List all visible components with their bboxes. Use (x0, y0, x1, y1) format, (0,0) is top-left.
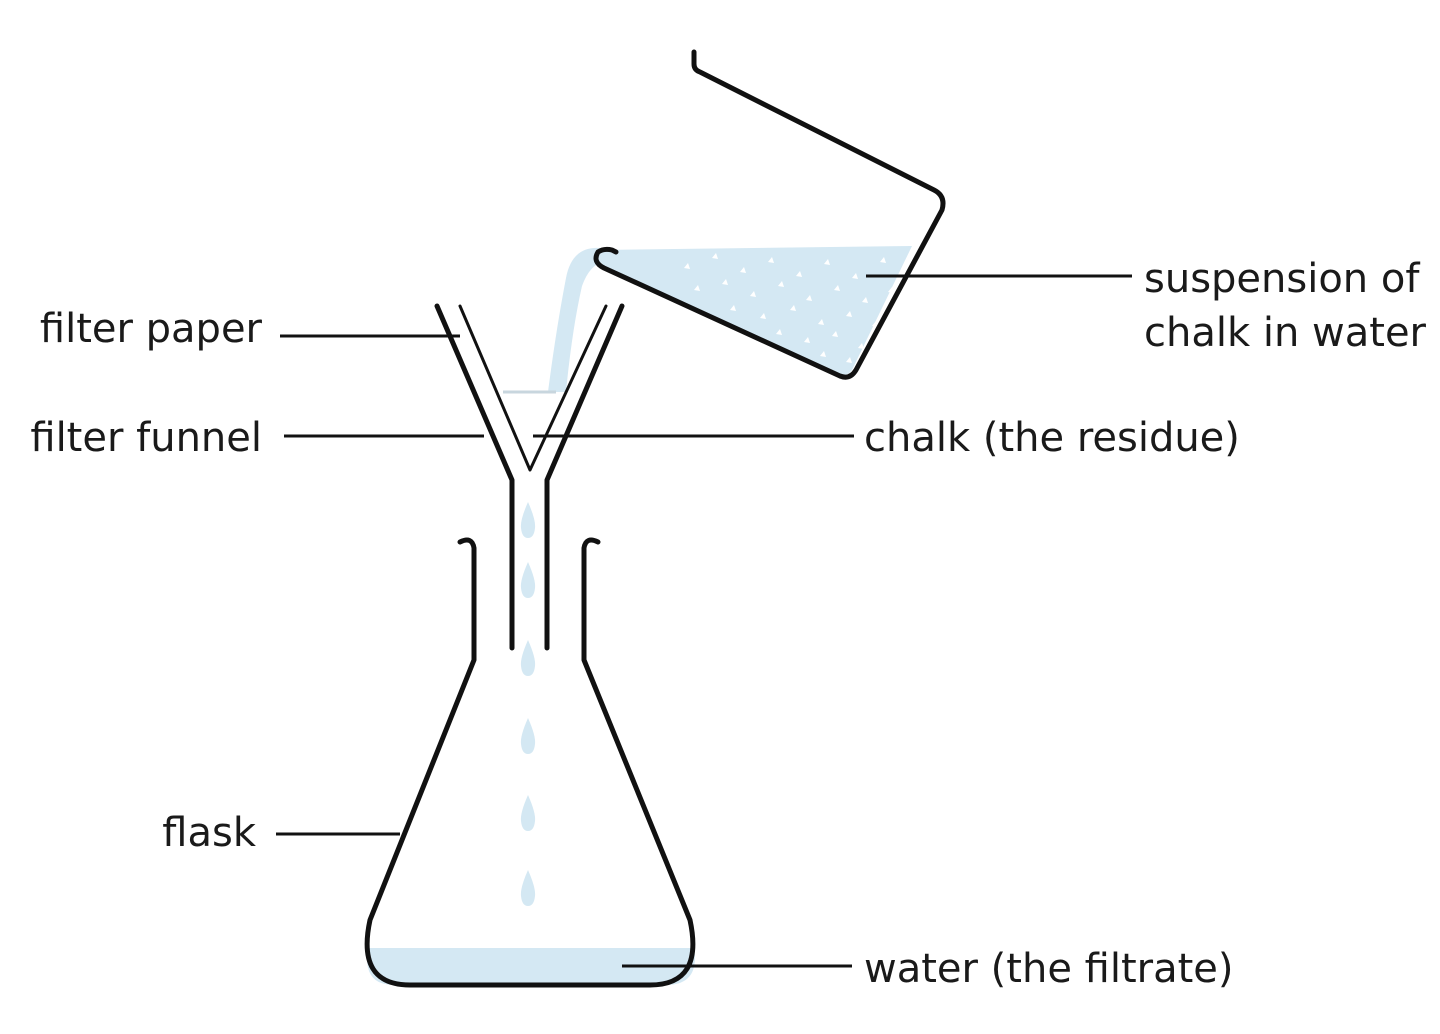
chalk-particle (790, 305, 796, 311)
chalk-particle (824, 259, 830, 265)
filter-paper (458, 304, 608, 472)
droplet (520, 562, 536, 598)
chalk-particle (694, 285, 700, 291)
funnel-left-wall (434, 303, 515, 651)
chalk-particle (722, 279, 728, 285)
chalk-particle (846, 357, 852, 363)
suspension-label-line2: chalk in water (1144, 310, 1427, 356)
flask (364, 537, 696, 988)
chalk-particle (872, 321, 878, 327)
chalk-particle (750, 291, 756, 297)
chalk-particle (712, 253, 718, 259)
filter-funnel-label: filter funnel (30, 415, 262, 461)
beaker (593, 49, 946, 380)
chalk-particle (796, 271, 802, 277)
chalk-particle (834, 285, 840, 291)
droplets (520, 502, 536, 906)
suspension-label-line1: suspension of (1144, 256, 1420, 302)
pouring-stream (548, 247, 604, 392)
chalk-particle (768, 257, 774, 263)
chalk-particle (806, 295, 812, 301)
chalk-particle (858, 343, 864, 349)
chalk-particle (820, 351, 826, 357)
chalk-particle (900, 267, 906, 273)
droplet (520, 502, 536, 538)
filtrate-liquid (367, 948, 695, 985)
chalk-particle (880, 257, 886, 263)
flask-label: flask (162, 810, 257, 856)
droplet (520, 640, 536, 676)
suspension-liquid (600, 246, 912, 376)
chalk-particle (846, 311, 852, 317)
chalk-particle (776, 329, 782, 335)
droplet (520, 870, 536, 906)
droplet (520, 718, 536, 754)
chalk-particle (760, 313, 766, 319)
chalk-particle (888, 287, 894, 293)
droplet (520, 795, 536, 831)
filter-paper-label: filter paper (40, 306, 263, 352)
chalk-particle (740, 267, 746, 273)
chalk-particle (862, 297, 868, 303)
chalk-particle (778, 281, 784, 287)
chalk-particle (730, 305, 736, 311)
chalk-particles (684, 253, 906, 363)
chalk-particle (684, 263, 690, 269)
chalk-particle (818, 319, 824, 325)
funnel-right-wall (544, 303, 625, 651)
filtrate-label: water (the filtrate) (864, 946, 1234, 992)
residue-label: chalk (the residue) (864, 415, 1240, 461)
chalk-particle (852, 273, 858, 279)
chalk-particle (804, 337, 810, 343)
chalk-particle (832, 331, 838, 337)
